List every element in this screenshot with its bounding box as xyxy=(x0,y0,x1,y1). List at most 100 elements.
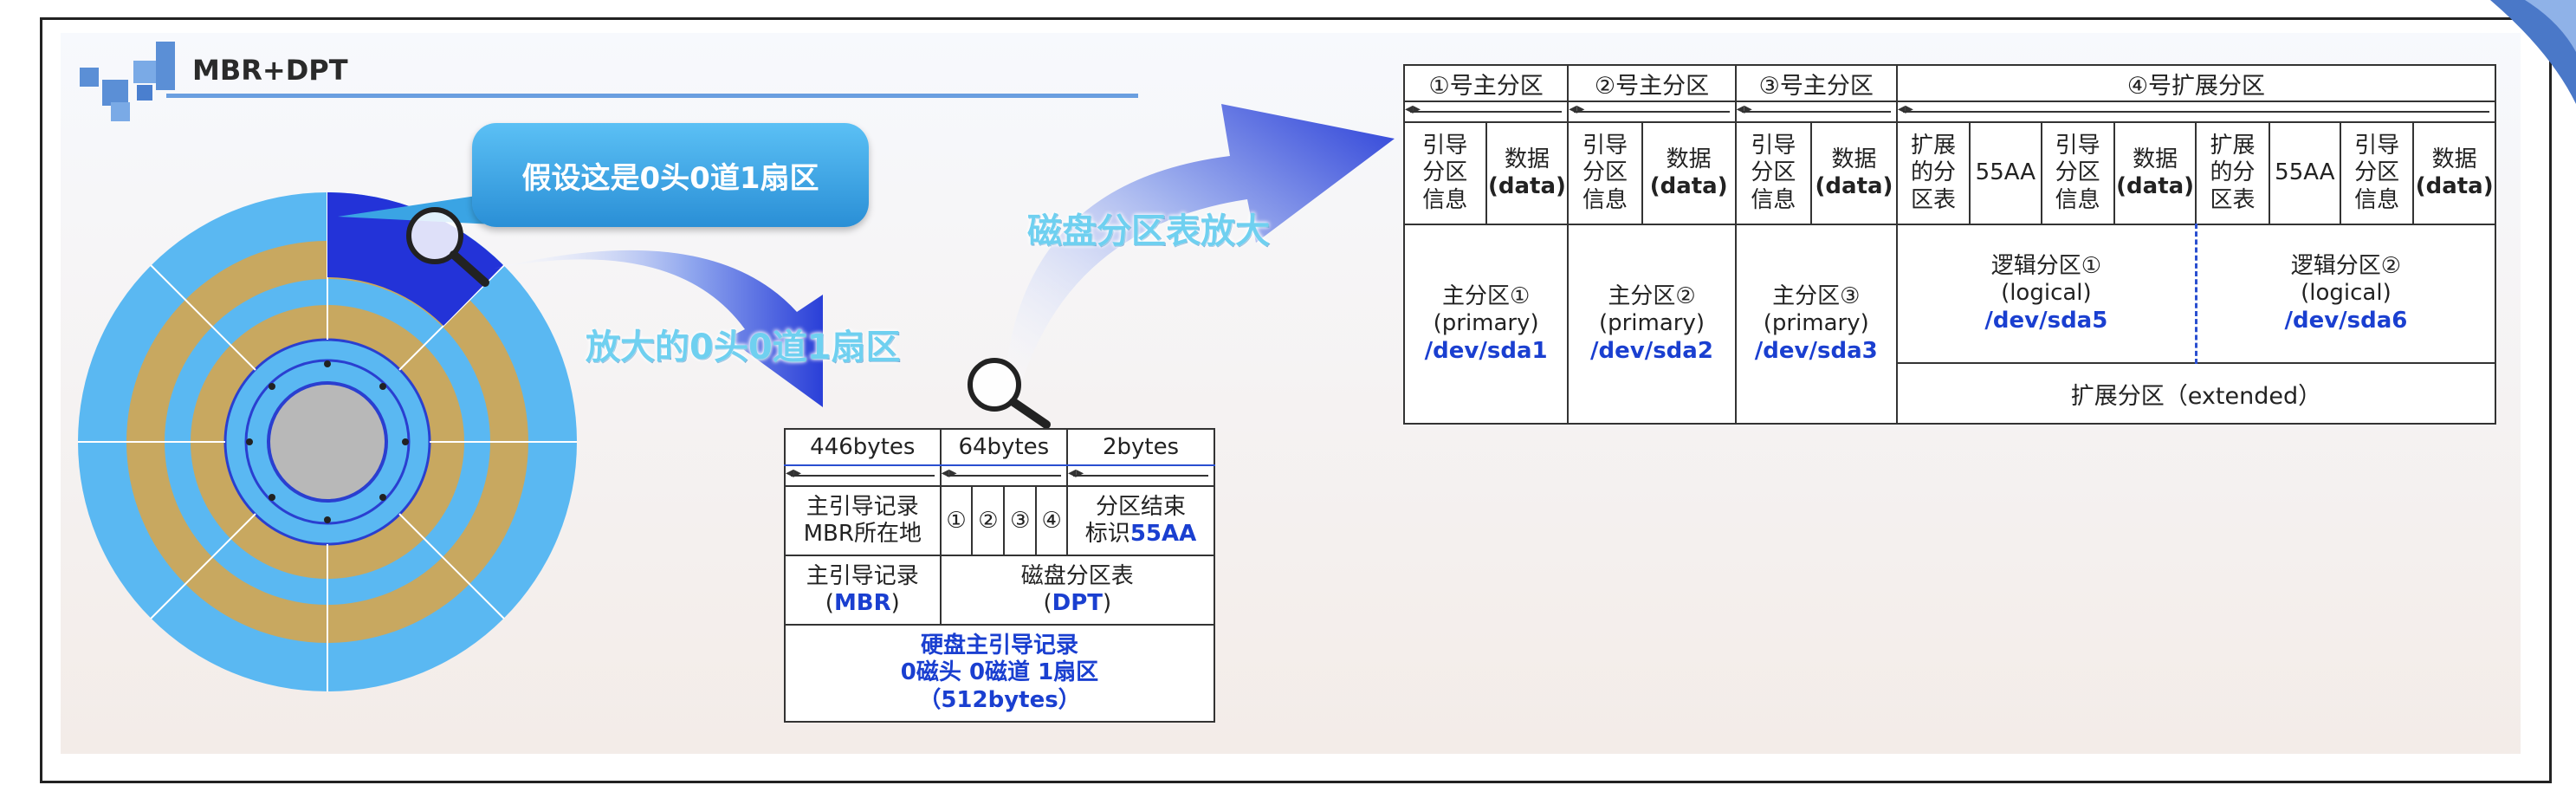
signature-cell: 55AA xyxy=(2268,121,2342,225)
callout-pointer xyxy=(338,191,511,225)
data-cell: 数据(data) xyxy=(1485,121,1570,225)
span-arrow xyxy=(784,464,942,487)
mbr-abbrev: MBR xyxy=(833,590,891,616)
signature-cell: 55AA xyxy=(1969,121,2042,225)
mbr-label-cell: 主引导记录 (MBR) xyxy=(784,555,942,626)
dpt-zoom-label: 磁盘分区表放大 xyxy=(1027,211,1270,251)
data-label: 数据 xyxy=(1831,146,1877,172)
boot-info-text: 引导分区信息 xyxy=(1751,133,1796,213)
span-arrow xyxy=(1066,464,1215,487)
dpt-abbrev: DPT xyxy=(1052,590,1103,616)
boot-info-cell: 引导分区信息 xyxy=(2040,121,2115,225)
partition-type: (primary) xyxy=(1433,310,1539,337)
signature-value: 55AA xyxy=(1129,521,1197,547)
signature-value-line: 标识55AA xyxy=(1068,521,1214,548)
data-label: 数据 xyxy=(1504,146,1550,172)
zoom-arrow xyxy=(494,250,823,407)
boot-info-cell: 引导分区信息 xyxy=(1734,121,1813,225)
sector-summary-line2: 0磁头 0磁道 1扇区 xyxy=(900,659,1099,686)
partition-name: 逻辑分区② xyxy=(2290,253,2402,280)
dpt-abbrev-line: (DPT) xyxy=(942,590,1214,617)
ext-table-text: 扩展的分区表 xyxy=(1911,133,1957,213)
sector-summary-line1: 硬盘主引导记录 xyxy=(920,633,1078,659)
partition-layout-table: ①号主分区 ②号主分区 ③号主分区 ④号扩展分区 引导分区信息 数据(data)… xyxy=(1402,64,2497,425)
span-arrow xyxy=(1734,100,1898,123)
dpt-label-cell: 磁盘分区表 (DPT) xyxy=(939,555,1216,626)
device-path: /dev/sda2 xyxy=(1590,337,1713,364)
partition-type: (primary) xyxy=(1598,310,1705,337)
sector-summary-cell: 硬盘主引导记录 0磁头 0磁道 1扇区 （512bytes） xyxy=(784,624,1215,723)
data-label-en: (data) xyxy=(1488,173,1566,199)
page-title: MBR+DPT xyxy=(192,54,348,87)
data-label-en: (data) xyxy=(2116,173,2195,199)
boot-info-cell: 引导分区信息 xyxy=(1403,121,1487,225)
data-cell: 数据(data) xyxy=(2412,121,2496,225)
sector-callout: 假设这是0头0道1扇区 xyxy=(472,123,869,227)
boot-info-cell: 引导分区信息 xyxy=(1567,121,1643,225)
logical-partition-1: 逻辑分区① (logical) /dev/sda5 xyxy=(1895,224,2197,364)
header-primary-1: ①号主分区 xyxy=(1402,64,1570,102)
paren-close: ) xyxy=(1102,590,1112,616)
dpt-entry-1: ① xyxy=(939,485,974,556)
span-arrow xyxy=(939,464,1069,487)
boot-info-text: 引导分区信息 xyxy=(1582,133,1628,213)
boot-info-text: 引导分区信息 xyxy=(2354,133,2400,213)
dpt-entry-3: ③ xyxy=(1003,485,1038,556)
mbr-abbrev-line: (MBR) xyxy=(786,590,940,617)
partition-name: 主分区② xyxy=(1608,283,1696,310)
primary-partition-3: 主分区③ (primary) /dev/sda3 xyxy=(1734,224,1898,425)
partition-type: (logical) xyxy=(2001,280,2092,307)
mbr-label: 主引导记录 xyxy=(806,562,919,589)
ext-table-cell: 扩展的分区表 xyxy=(1895,121,1971,225)
span-arrow xyxy=(1567,100,1737,123)
partition-type: (primary) xyxy=(1763,310,1869,337)
data-cell: 数据(data) xyxy=(1641,121,1737,225)
header-extended-4: ④号扩展分区 xyxy=(1895,64,2497,102)
signature-label: 分区结束 xyxy=(1096,493,1187,520)
data-label: 数据 xyxy=(2431,146,2477,172)
device-path: /dev/sda6 xyxy=(2284,307,2408,334)
primary-partition-1: 主分区① (primary) /dev/sda1 xyxy=(1402,224,1570,425)
paren-close: ) xyxy=(890,590,900,616)
partition-name: 主分区① xyxy=(1441,283,1531,310)
dpt-entry-2: ② xyxy=(971,485,1006,556)
header-primary-2: ②号主分区 xyxy=(1567,64,1737,102)
data-label-en: (data) xyxy=(1649,173,1728,199)
ext-table-cell: 扩展的分区表 xyxy=(2195,121,2270,225)
data-cell: 数据(data) xyxy=(1810,121,1898,225)
dpt-label: 磁盘分区表 xyxy=(1020,562,1134,589)
mbr-sector-table: 446bytes 64bytes 2bytes 主引导记录MBR所在地 ① ② … xyxy=(784,428,1216,723)
signature-cell: 分区结束 标识55AA xyxy=(1066,485,1215,556)
disk-platter xyxy=(78,192,577,691)
device-path: /dev/sda5 xyxy=(1984,307,2108,334)
paren-open: ( xyxy=(825,590,834,616)
zoom-label: 放大的0头0道1扇区 xyxy=(586,328,901,367)
size-dpt: 64bytes xyxy=(939,428,1069,466)
mbr-location-text: 主引导记录MBR所在地 xyxy=(803,493,922,547)
dpt-entry-4: ④ xyxy=(1035,485,1069,556)
data-label: 数据 xyxy=(1666,146,1712,172)
corner-decoration xyxy=(2490,0,2576,104)
device-path: /dev/sda1 xyxy=(1424,337,1548,364)
extended-partition-label: 扩展分区（extended） xyxy=(1895,362,2497,425)
data-label-en: (data) xyxy=(2415,173,2494,199)
mbr-location-cell: 主引导记录MBR所在地 xyxy=(784,485,942,556)
size-mbr: 446bytes xyxy=(784,428,942,466)
magnifier-icon xyxy=(968,358,1051,429)
signature-prefix: 标识 xyxy=(1084,521,1130,547)
primary-partition-2: 主分区② (primary) /dev/sda2 xyxy=(1567,224,1737,425)
paren-open: ( xyxy=(1043,590,1052,616)
span-arrow xyxy=(1895,100,2497,123)
title-underline xyxy=(166,94,1138,98)
span-arrow xyxy=(1402,100,1570,123)
dpt-zoom-arrow xyxy=(1005,104,1395,381)
boot-info-text: 引导分区信息 xyxy=(2055,133,2100,213)
sector-summary-line3: （512bytes） xyxy=(918,686,1081,713)
data-label: 数据 xyxy=(2133,146,2178,172)
data-label-en: (data) xyxy=(1815,173,1893,199)
partition-name: 主分区③ xyxy=(1772,283,1861,310)
partition-type: (logical) xyxy=(2301,280,2392,307)
ext-table-text: 扩展的分区表 xyxy=(2210,133,2256,213)
data-cell: 数据(data) xyxy=(2113,121,2197,225)
